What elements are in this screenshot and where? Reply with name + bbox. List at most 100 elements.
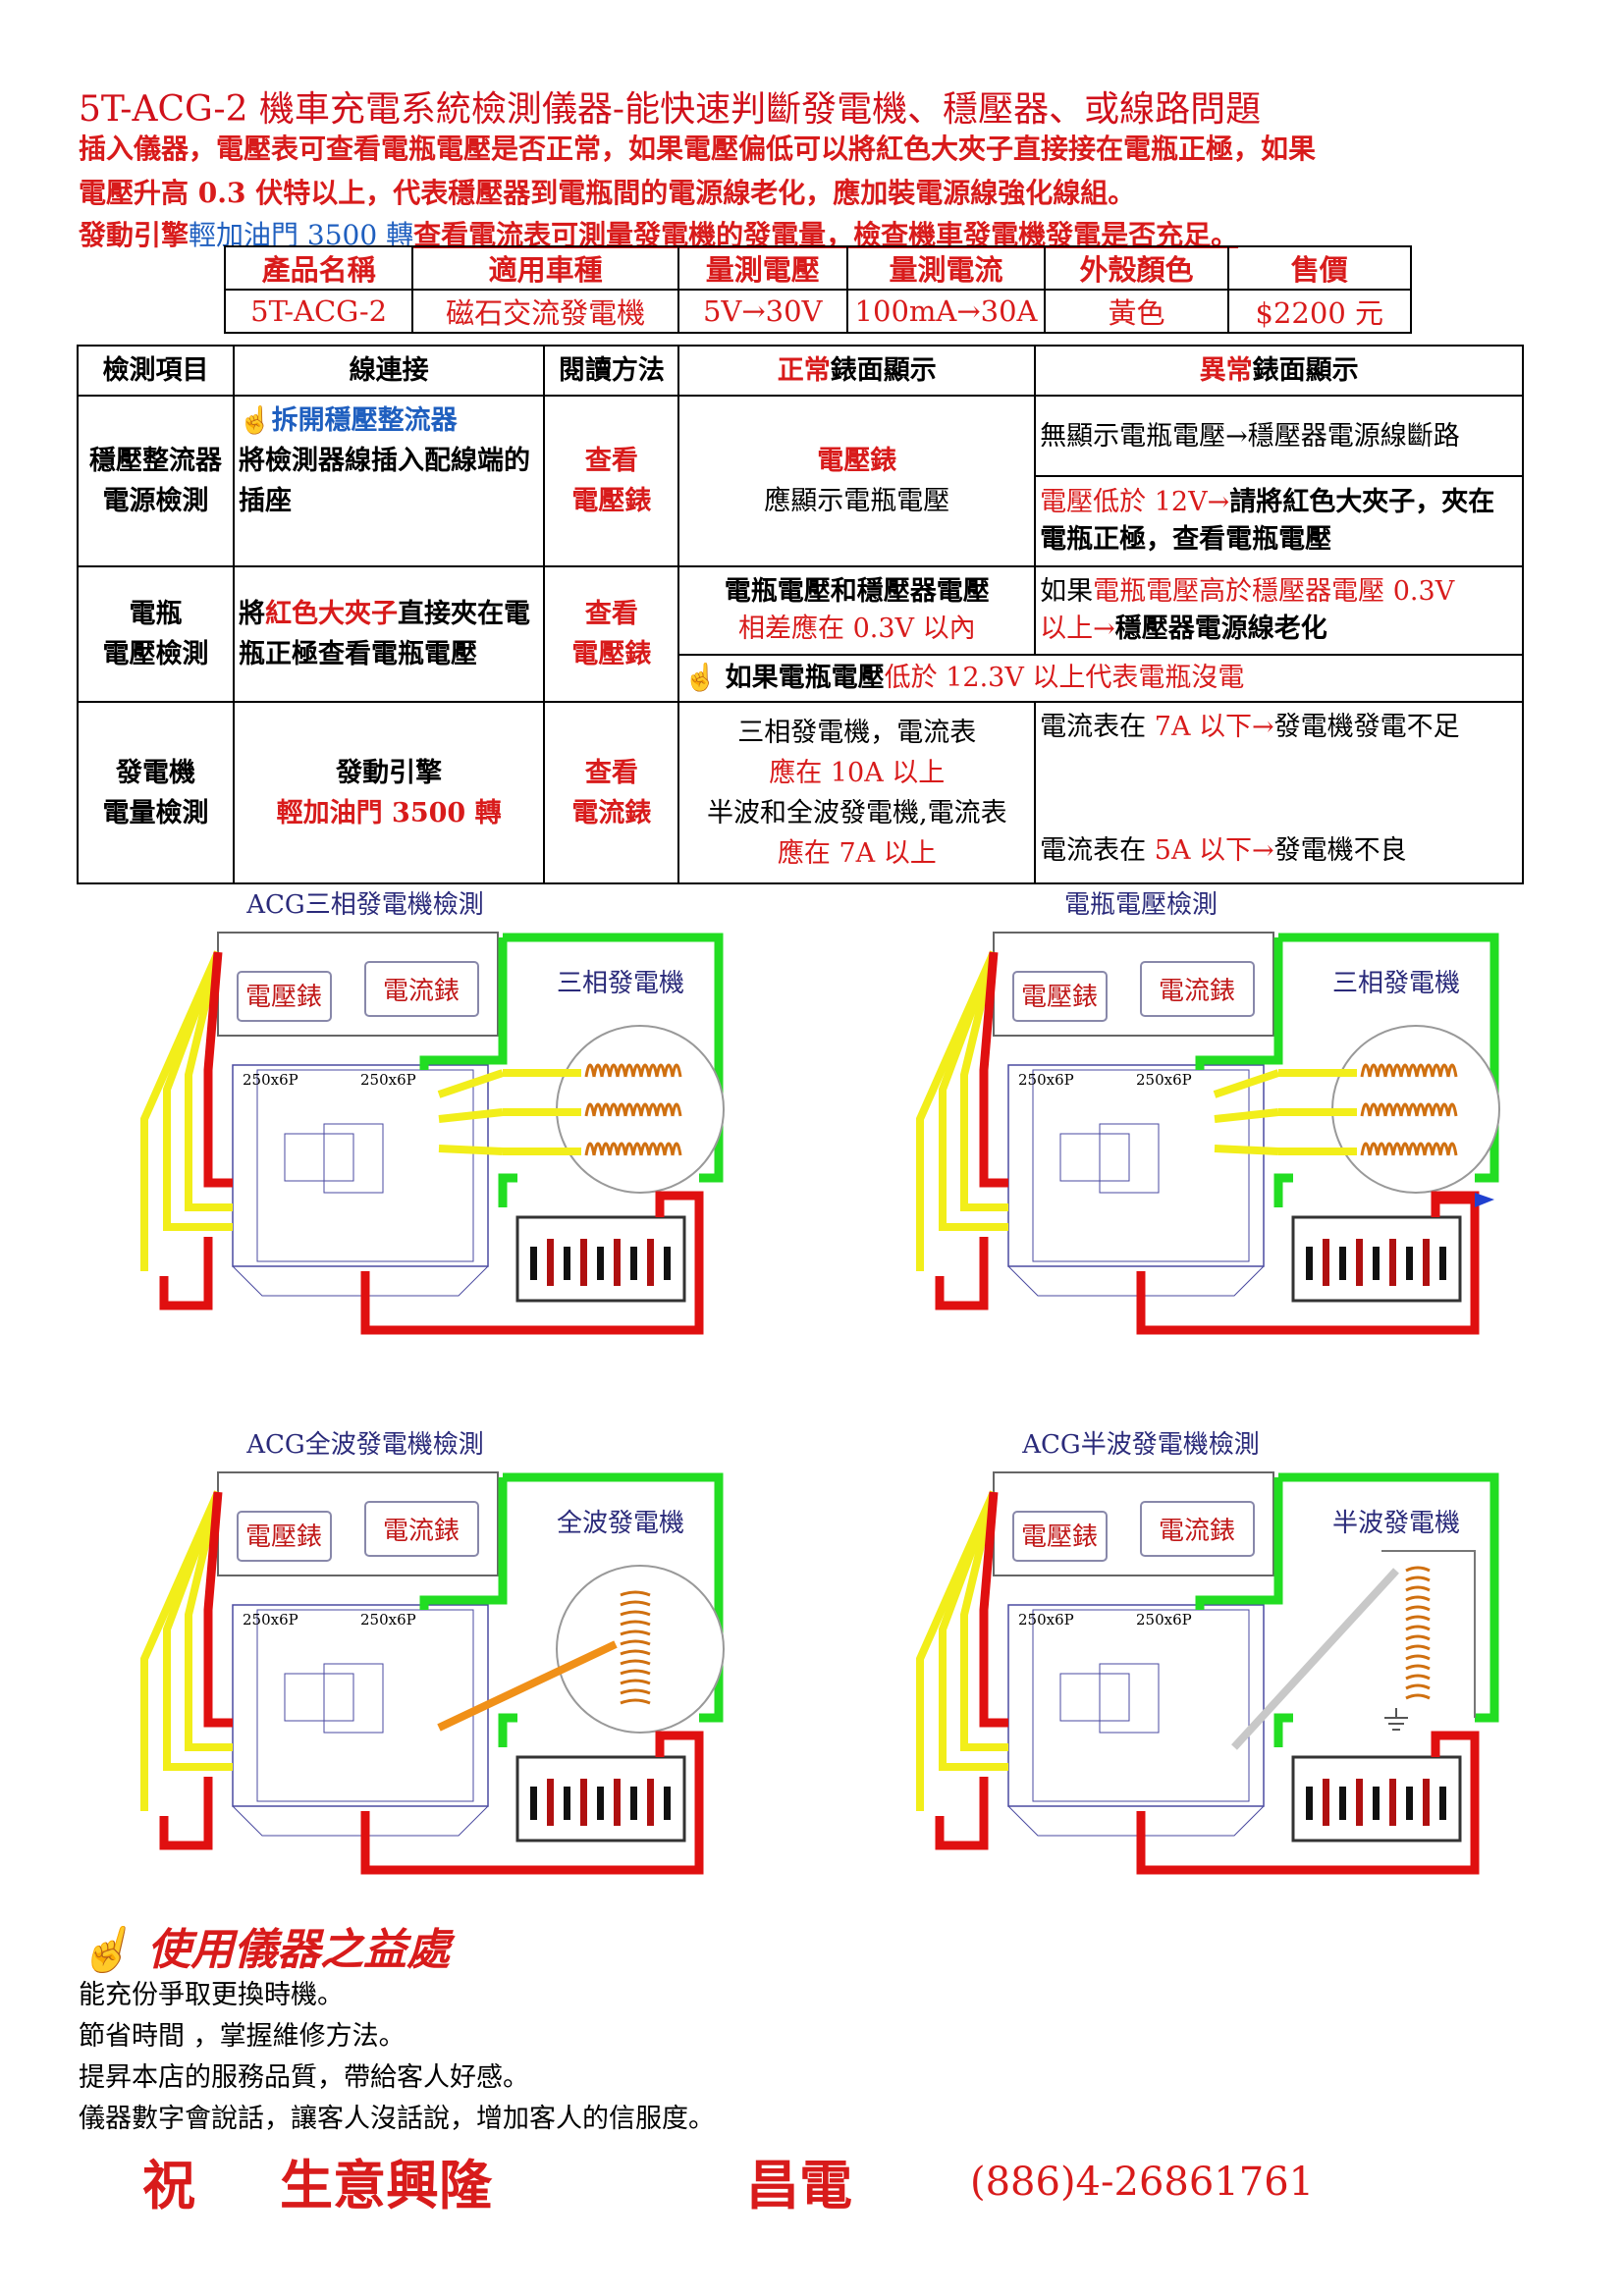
wire-red: [935, 1237, 989, 1310]
coil-winding: [1405, 1625, 1431, 1631]
ammeter-box: [1140, 1501, 1255, 1557]
wire-green: [1273, 1173, 1293, 1207]
inspection-table: 檢測項目 線連接 閱讀方法 正常錶面顯示 異常錶面顯示 穩壓整流器電源檢測 ☝拆…: [76, 345, 1524, 884]
hand-icon: ☝: [239, 405, 272, 436]
wire-yellow: [939, 950, 1008, 1231]
row2-note-a: 如果電瓶電壓: [725, 663, 885, 693]
battery-cell: [1306, 1247, 1313, 1280]
row2-abn-b: 電瓶電壓高於穩壓器電壓 0.3V: [1093, 576, 1455, 607]
coil-winding: [1405, 1693, 1431, 1700]
battery-cell: [597, 1787, 604, 1820]
coil-winding: [1405, 1595, 1431, 1602]
battery-cell: [1389, 1779, 1396, 1826]
wire-green: [503, 1472, 724, 1723]
battery-cell: [1306, 1787, 1313, 1820]
wire-yellow: [185, 1491, 233, 1751]
connector-label: 250x6P: [1136, 1611, 1192, 1629]
row1-abn2-b: 請將紅色大夾子，夾在電瓶正極，查看電瓶電壓: [1040, 487, 1495, 555]
row3-item-b: 電量檢測: [102, 797, 209, 828]
battery-cell: [547, 1779, 554, 1826]
wire-yellow: [163, 950, 233, 1231]
connector-label: 250x6P: [243, 1611, 298, 1629]
wire-red: [203, 951, 233, 1188]
connector-base: [1007, 1265, 1265, 1297]
coil-winding: [620, 1610, 651, 1617]
hand-icon: ☝: [79, 1925, 148, 1975]
col-header-abnormal: 異常錶面顯示: [1034, 345, 1524, 397]
spec-value: 磁石交流發電機: [411, 289, 679, 334]
wire-gray: [1231, 1568, 1399, 1750]
wire-green: [498, 1173, 517, 1207]
connector-label: 250x6P: [243, 1071, 298, 1089]
ammeter-box: [364, 1501, 479, 1557]
clip-icon: [1475, 1193, 1494, 1207]
row2-item-b: 電壓檢測: [102, 639, 209, 669]
connector-label: 250x6P: [360, 1611, 416, 1629]
battery-cell: [1323, 1779, 1329, 1826]
row3-conn-a: 發動引擎: [336, 757, 443, 788]
wire-green: [503, 933, 724, 1183]
row1-item-b: 電源檢測: [102, 486, 209, 516]
wire-yellow: [163, 1490, 233, 1771]
coil-winding: [1405, 1664, 1431, 1671]
coil-winding: [1446, 1142, 1458, 1156]
battery-cell: [1423, 1239, 1430, 1286]
coil-winding: [620, 1600, 651, 1607]
row1-normal: 電壓錶應顯示電瓶電壓: [677, 395, 1037, 567]
row3-normal-c: 半波和全波發電機,電流表: [707, 797, 1007, 828]
spec-value: 黃色: [1044, 289, 1229, 334]
diagram-title: ACG全波發電機檢測: [245, 1430, 483, 1460]
battery-cell: [1439, 1247, 1446, 1280]
battery-cell: [1356, 1779, 1363, 1826]
spec-header: 量測電流: [845, 245, 1047, 291]
spec-value: $2200 元: [1226, 289, 1413, 334]
row1-normal-b: 應顯示電瓶電壓: [764, 486, 950, 516]
intro-line-2: 電壓升高 0.3 伏特以上，代表穩壓器到電瓶間的電源線老化，應加裝電源線強化線組…: [79, 177, 1136, 209]
benefit-item: 能充份爭取更換時機。: [79, 1980, 344, 2010]
battery-cell: [1373, 1787, 1380, 1820]
row2-method: 查看電壓錶: [543, 565, 680, 703]
connector-label: 250x6P: [1018, 1611, 1074, 1629]
wire-yellow: [437, 1069, 505, 1098]
col-header-item: 檢測項目: [76, 345, 236, 397]
generator-label: 三相發電機: [557, 969, 684, 998]
coil-winding: [1446, 1063, 1458, 1078]
battery-cell: [647, 1779, 654, 1826]
row2-abn-a: 如果: [1040, 576, 1094, 607]
company-name: 昌電: [746, 2154, 852, 2216]
spec-header: 外殼顏色: [1044, 245, 1229, 291]
connector-block: [232, 1604, 489, 1807]
row1-read-b: 電壓錶: [571, 486, 652, 516]
row2-abn-c: 以上→: [1040, 614, 1115, 644]
ammeter-box: [364, 961, 479, 1017]
ammeter-label: 電流錶: [383, 1517, 460, 1546]
display-word: 錶面顯示: [830, 355, 937, 386]
abnormal-word: 異常: [1199, 355, 1253, 386]
wire-yellow: [438, 1145, 504, 1155]
coil-winding: [620, 1669, 651, 1676]
row3-item: 發電機電量檢測: [76, 701, 236, 884]
wire-red: [935, 1777, 989, 1850]
col-header-connection: 線連接: [233, 345, 546, 397]
battery-cell: [1406, 1247, 1413, 1280]
connector-base: [232, 1265, 489, 1297]
wire-yellow: [438, 1108, 504, 1123]
battery-cell: [580, 1239, 587, 1286]
row3-abn2-b: 5A 以下→: [1154, 835, 1274, 866]
row2-conn-b: 紅色大夾子: [265, 599, 399, 629]
connector-inner: [1032, 1069, 1250, 1262]
connector-base: [232, 1805, 489, 1837]
battery-cell: [530, 1787, 537, 1820]
page-title: 5T-ACG-2 機車充電系統檢測儀器-能快速判斷發電機、穩壓器、或線路問題: [79, 89, 1262, 130]
spec-header: 售價: [1226, 245, 1413, 291]
coil-winding: [671, 1102, 682, 1117]
voltmeter-label: 電壓錶: [1021, 983, 1098, 1012]
benefit-item: 提昇本店的服務品質，帶給客人好感。: [79, 2062, 529, 2093]
diagram-title: 電瓶電壓檢測: [1064, 890, 1218, 920]
row1-read-a: 查看: [584, 446, 638, 476]
wire-green: [1278, 933, 1499, 1183]
wire-green: [419, 937, 508, 1070]
coil-winding: [1405, 1634, 1431, 1641]
